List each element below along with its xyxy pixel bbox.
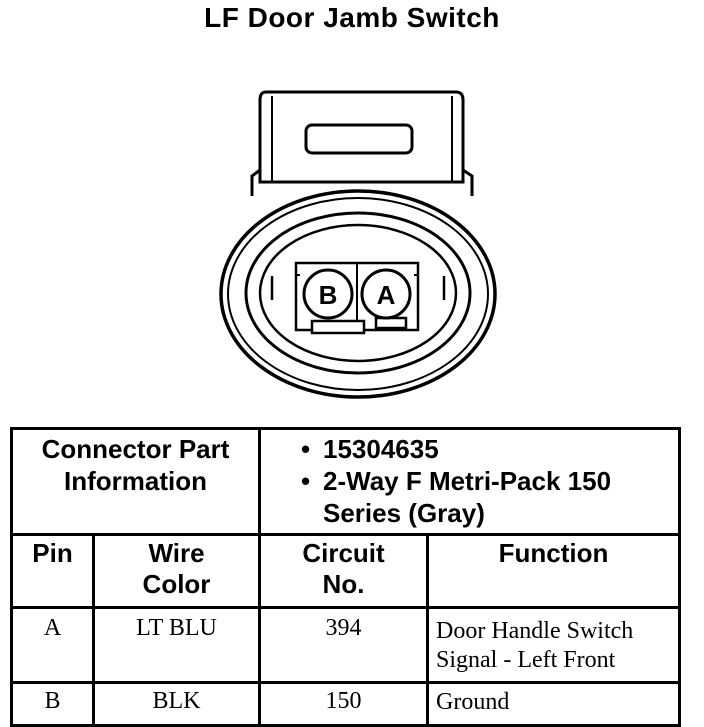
connector-face-drawing: B A [219,90,497,399]
terminal-block-step [295,263,300,276]
pin-cell: B [10,681,95,727]
latch-step-left [250,168,261,196]
wire-color-cell: BLK [92,681,261,727]
connector-pinout-table: Connector Part Information • 15304635 • … [10,427,682,727]
diagram-title: LF Door Jamb Switch [204,2,500,33]
table-row: A LT BLU 394 Door Handle Switch Signal -… [10,606,682,684]
latch-slot [304,123,414,155]
part-info-label-line1: Connector Part [41,434,230,464]
part-description-line2: Series (Gray) [323,498,485,528]
cavity-b-label: B [319,280,338,310]
part-info-label-line2: Information [64,466,207,496]
header-wire-color-line2: Color [142,569,211,599]
function-cell: Ground [425,681,682,727]
wire-color-cell: LT BLU [92,606,261,684]
part-info-label: Connector Part Information [10,427,261,536]
terminal-lock-tab [374,316,408,330]
part-number: 15304635 [323,434,439,464]
part-info-row: Connector Part Information • 15304635 • … [10,427,682,536]
header-wire-color-line1: Wire [148,538,205,568]
cavity-b-circle [302,268,354,320]
circuit-cell: 394 [258,606,429,684]
header-wire-color: Wire Color [92,533,261,609]
header-circuit-line2: No. [322,569,365,599]
part-description-line-2: Series (Gray) [301,497,678,529]
header-circuit: Circuit No. [258,533,429,609]
cavity-a-label: A [377,280,396,310]
header-pin: Pin [10,533,95,609]
latch-step-right [462,168,474,196]
part-info-values: • 15304635 • 2-Way F Metri-Pack 150 Seri… [257,427,682,536]
part-description-line: • 2-Way F Metri-Pack 150 [301,465,678,497]
part-number-line: • 15304635 [301,433,678,465]
function-line1: Door Handle Switch [436,618,634,644]
part-description-line1: 2-Way F Metri-Pack 150 [323,466,612,496]
connector-outer-shell-rim [227,197,489,391]
cavity-a-circle [360,268,412,320]
bullet-icon: • [301,466,311,496]
function-cell: Door Handle Switch Signal - Left Front [425,606,682,684]
circuit-cell: 150 [258,681,429,727]
bullet-icon: • [301,434,311,464]
connector-seal-ring-inner [258,223,458,363]
header-function: Function [425,533,682,609]
table-row: B BLK 150 Ground [10,681,682,727]
function-line2: Signal - Left Front [436,647,616,673]
pin-cell: A [10,606,95,684]
terminal-block-step-right [414,263,419,276]
header-circuit-line1: Circuit [302,538,385,568]
header-row: Pin Wire Color Circuit No. Function [10,533,682,609]
terminal-key-tab [310,319,366,335]
function-line1: Ground [436,689,510,715]
